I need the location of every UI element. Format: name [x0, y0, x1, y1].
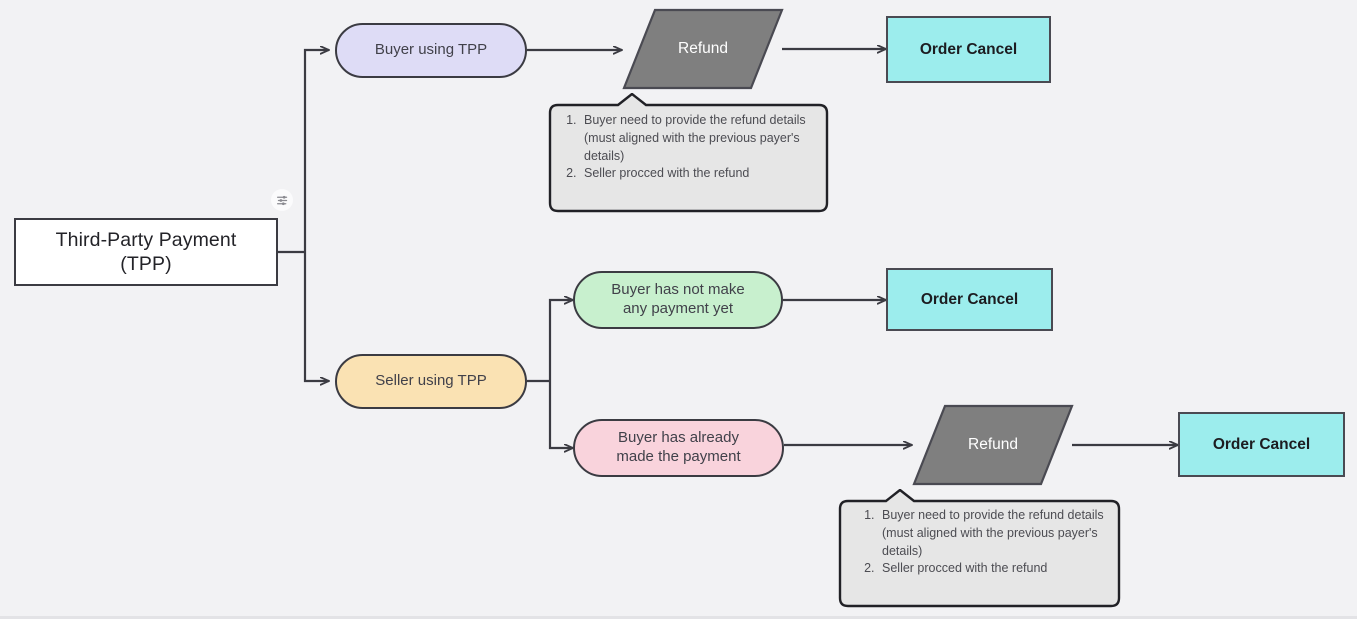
callout-top-body: Buyer need to provide the refund details… — [548, 93, 829, 183]
callout-top-shape — [548, 93, 829, 213]
node-refund-top-label: Refund — [678, 40, 728, 58]
node-buyer-using-tpp-label: Buyer using TPP — [374, 41, 488, 59]
edge-seller-to-paid — [548, 381, 573, 448]
node-buyer-no-payment-label-line1: Buyer has not make — [611, 281, 745, 299]
node-buyer-no-payment-label-line2: any payment yet — [622, 300, 734, 317]
node-buyer-paid-label-line2: made the payment — [616, 448, 741, 465]
node-buyer-no-payment[interactable]: Buyer has not make any payment yet — [573, 271, 783, 329]
node-seller-using-tpp[interactable]: Seller using TPP — [335, 354, 527, 409]
node-refund-top[interactable]: Refund — [622, 8, 784, 90]
callout-bottom-shape — [838, 489, 1121, 608]
node-root-label-line1: Third-Party Payment — [55, 228, 237, 251]
node-refund-bottom-label: Refund — [968, 436, 1018, 454]
callout-bottom-item-2: Seller procced with the refund — [878, 560, 1105, 578]
node-order-cancel-3-label: Order Cancel — [1212, 435, 1311, 453]
canvas-bottom-edge — [0, 616, 1357, 619]
callout-bottom-item-1: Buyer need to provide the refund details… — [878, 507, 1105, 560]
node-buyer-paid[interactable]: Buyer has already made the payment — [573, 419, 784, 477]
callout-bottom-body: Buyer need to provide the refund details… — [838, 489, 1121, 578]
callout-top-item-1: Buyer need to provide the refund details… — [580, 112, 813, 165]
parallelogram-shape — [622, 8, 784, 90]
edge-root-to-buyer-using-tpp — [303, 50, 329, 252]
edge-root-to-seller-using-tpp — [303, 252, 329, 381]
node-order-cancel-2-label: Order Cancel — [920, 290, 1019, 308]
node-order-cancel-3[interactable]: Order Cancel — [1178, 412, 1345, 477]
node-order-cancel-1-label: Order Cancel — [919, 40, 1018, 58]
sliders-icon-glyph — [276, 195, 287, 205]
node-buyer-using-tpp[interactable]: Buyer using TPP — [335, 23, 527, 78]
node-order-cancel-1[interactable]: Order Cancel — [886, 16, 1051, 83]
node-order-cancel-2[interactable]: Order Cancel — [886, 268, 1053, 331]
callout-bottom[interactable]: Buyer need to provide the refund details… — [838, 489, 1121, 608]
callout-top-item-2: Seller procced with the refund — [580, 165, 813, 183]
node-root-label-line2: (TPP) — [120, 253, 172, 275]
sliders-icon[interactable] — [271, 189, 293, 211]
node-buyer-paid-label-line1: Buyer has already — [618, 429, 739, 447]
callout-top[interactable]: Buyer need to provide the refund details… — [548, 93, 829, 213]
node-third-party-payment[interactable]: Third-Party Payment (TPP) — [14, 218, 278, 286]
node-refund-bottom[interactable]: Refund — [912, 404, 1074, 486]
parallelogram-shape — [912, 404, 1074, 486]
edge-seller-to-no-payment — [548, 300, 573, 381]
node-seller-using-tpp-label: Seller using TPP — [375, 372, 487, 390]
